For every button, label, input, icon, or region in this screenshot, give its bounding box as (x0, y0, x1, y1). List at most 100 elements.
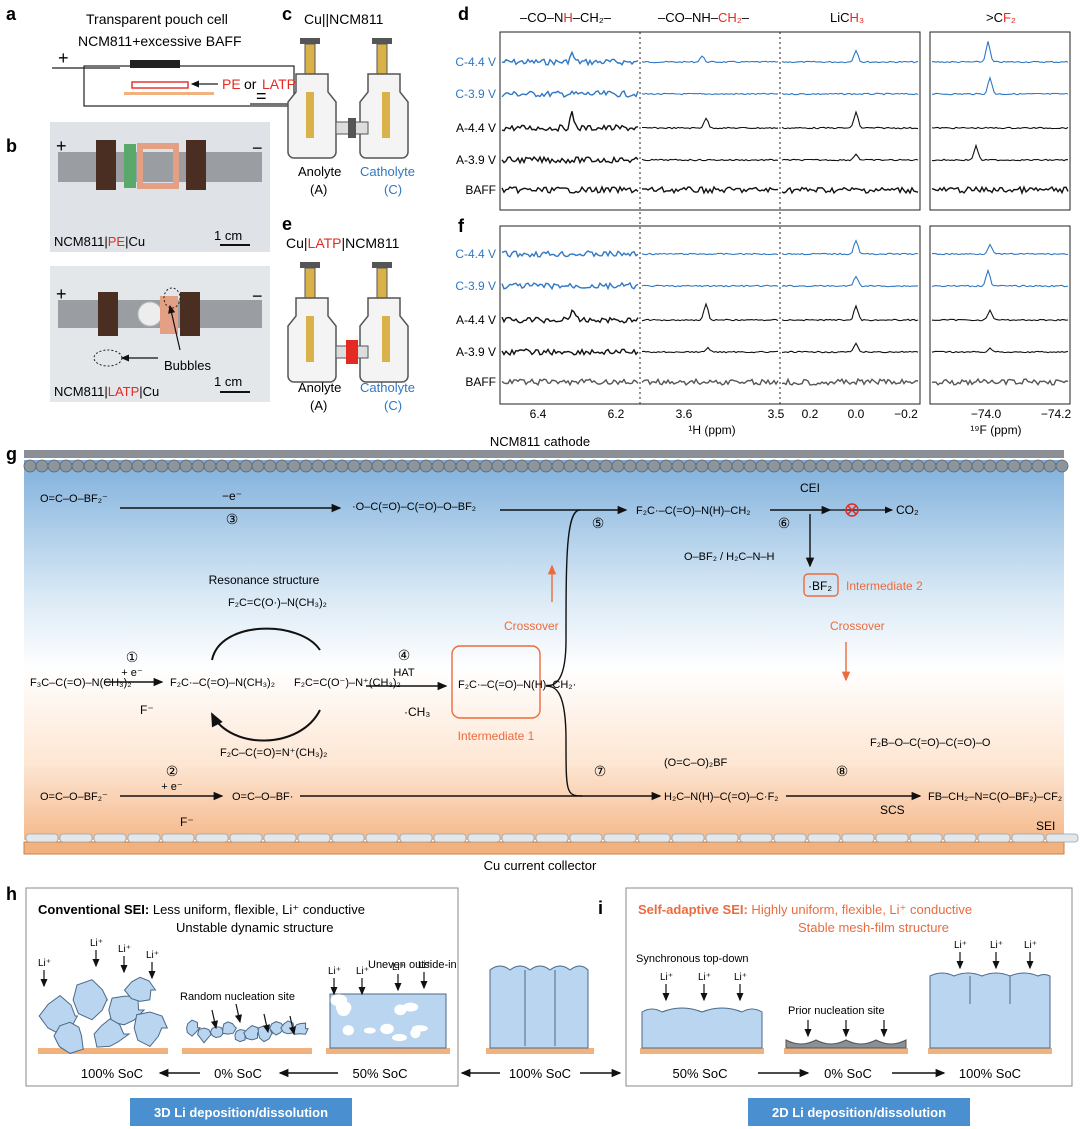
panel-g: g NCM811 cathode Cu current collector O=… (6, 434, 1079, 873)
nucleation-arrow (210, 1009, 218, 1030)
sei-block (399, 833, 433, 843)
li-deposit (93, 1018, 131, 1048)
cathode-particle (239, 459, 253, 473)
cathode-particle (155, 459, 169, 473)
crossover-left: Crossover (504, 619, 559, 633)
conventional-sei-drawings: Li⁺Li⁺Li⁺Li⁺Li⁺Li⁺Li⁺Li⁺ (38, 938, 450, 1054)
nmr-d-row-2: A-4.4 V (456, 121, 496, 135)
cathode-particle (47, 459, 61, 473)
cathode-particle (863, 459, 877, 473)
nmr-f-row-3: A-3.9 V (456, 345, 496, 359)
banner-3d-label: 3D Li deposition/dissolution (154, 1105, 328, 1120)
sei-block (229, 833, 263, 843)
panel-a-subtitle: NCM811+excessive BAFF (78, 33, 242, 49)
panel-b-letter: b (6, 136, 17, 156)
cathode-particle (635, 459, 649, 473)
li-deposit (108, 995, 146, 1026)
bubbles-label: Bubbles (164, 358, 211, 373)
cathode-particle (179, 459, 193, 473)
cei-label: CEI (800, 481, 820, 495)
self-adaptive-sei-drawings: Li⁺Li⁺Li⁺Li⁺Li⁺Li⁺ (640, 940, 1052, 1054)
random-nucleation-label: Random nucleation site (180, 991, 295, 1003)
cu-collector-bar (23, 841, 1065, 855)
sei-block (807, 833, 841, 843)
nmr-trace (501, 89, 639, 98)
sei-block (773, 833, 807, 843)
center-li-block (486, 965, 594, 1054)
nmr-d-row-1: C-3.9 V (455, 87, 496, 101)
cathode-particle (911, 459, 925, 473)
li-ion-label: Li⁺ (356, 966, 369, 977)
intermediate1-label: Intermediate 1 (458, 729, 535, 743)
li-ion-label: Li⁺ (90, 938, 103, 949)
scs-label: SCS (880, 803, 905, 817)
nmr-trace (931, 377, 1069, 387)
panel-i-frame (625, 887, 1073, 1087)
cathode-particle (419, 459, 433, 473)
step1-label: + e⁻ (121, 667, 143, 679)
cathode-particle (443, 459, 457, 473)
nucleation-arrow (288, 1015, 296, 1036)
cathode-particle (311, 459, 325, 473)
cathode-particle (827, 459, 841, 473)
void (335, 1001, 352, 1015)
panel-h-subtitle: Unstable dynamic structure (176, 920, 334, 935)
li-deposit (222, 1021, 238, 1035)
mol-final-top: F₂B–O–C(=O)–C(=O)–O (870, 737, 991, 749)
nmr-col3-header: LiCH₃ (830, 10, 864, 25)
step2-label: + e⁻ (161, 781, 183, 793)
nmr-trace (781, 92, 919, 96)
pe-cell-minus: − (252, 138, 263, 158)
nmr-frame-f-left (499, 225, 921, 405)
latp-cell-plus: + (56, 284, 67, 304)
pouch-cell-outline (83, 65, 295, 107)
separator-pe: PE (222, 76, 241, 92)
sei-block (705, 833, 739, 843)
panel-h-soc50: 50% SoC (353, 1066, 408, 1081)
sei-block (127, 833, 161, 843)
void (392, 1033, 407, 1042)
panel-e-title: Cu|LATP|NCM811 (286, 235, 400, 251)
nmr-trace (931, 268, 1069, 288)
li-deposit (133, 1011, 169, 1048)
nmr-col1-header: –CO–NH–CH₂– (520, 10, 612, 25)
axis-label-19f: ¹⁹F (ppm) (970, 423, 1021, 437)
cathode-particle (695, 459, 709, 473)
prior-label: Prior nucleation site (788, 1005, 885, 1017)
cathode-particle (395, 459, 409, 473)
nmr-trace (781, 49, 919, 64)
panel-c: c Cu||NCM811 Anolyte (A) Catholyte (C) (282, 4, 415, 197)
cathode-particle (671, 459, 685, 473)
separator-or: or (244, 76, 257, 92)
mol-radical-amide: F₂C·–C(=O)–N(CH₃)₂ (170, 677, 275, 689)
center-soc100: 100% SoC (509, 1066, 571, 1081)
void (410, 1027, 421, 1039)
sei-block (671, 833, 705, 843)
cathode-particle (491, 459, 505, 473)
nmr-d-row-3: A-3.9 V (456, 153, 496, 167)
crossover-right: Crossover (830, 619, 885, 633)
panel-g-letter: g (6, 444, 17, 464)
sei-block (25, 833, 59, 843)
nmr-trace (931, 185, 1069, 196)
cathode-particle (371, 459, 385, 473)
nucleation-arrow (234, 1003, 242, 1024)
axis-tick-6-2: 6.2 (608, 407, 625, 421)
panel-i-letter: i (598, 898, 603, 918)
cathode-particle (431, 459, 445, 473)
co2-label: CO₂ (896, 503, 919, 517)
cathode-particle (191, 459, 205, 473)
cathode-particle (143, 459, 157, 473)
mol-bf-adduct-chain: H₂C–N(H)–C(=O)–C·F₂ (664, 791, 779, 803)
cathode-bar (24, 450, 1064, 458)
li-deposit (123, 976, 157, 1002)
nmr-f-row-1: C-3.9 V (455, 279, 496, 293)
nucleation-arrow (262, 1013, 270, 1034)
cathode-particle (995, 459, 1009, 473)
cathode-particle (119, 459, 133, 473)
cathode-particle (587, 459, 601, 473)
panel-h-letter: h (6, 884, 17, 904)
sei-block (569, 833, 603, 843)
panel-e-catholyte: Catholyte (360, 380, 415, 395)
